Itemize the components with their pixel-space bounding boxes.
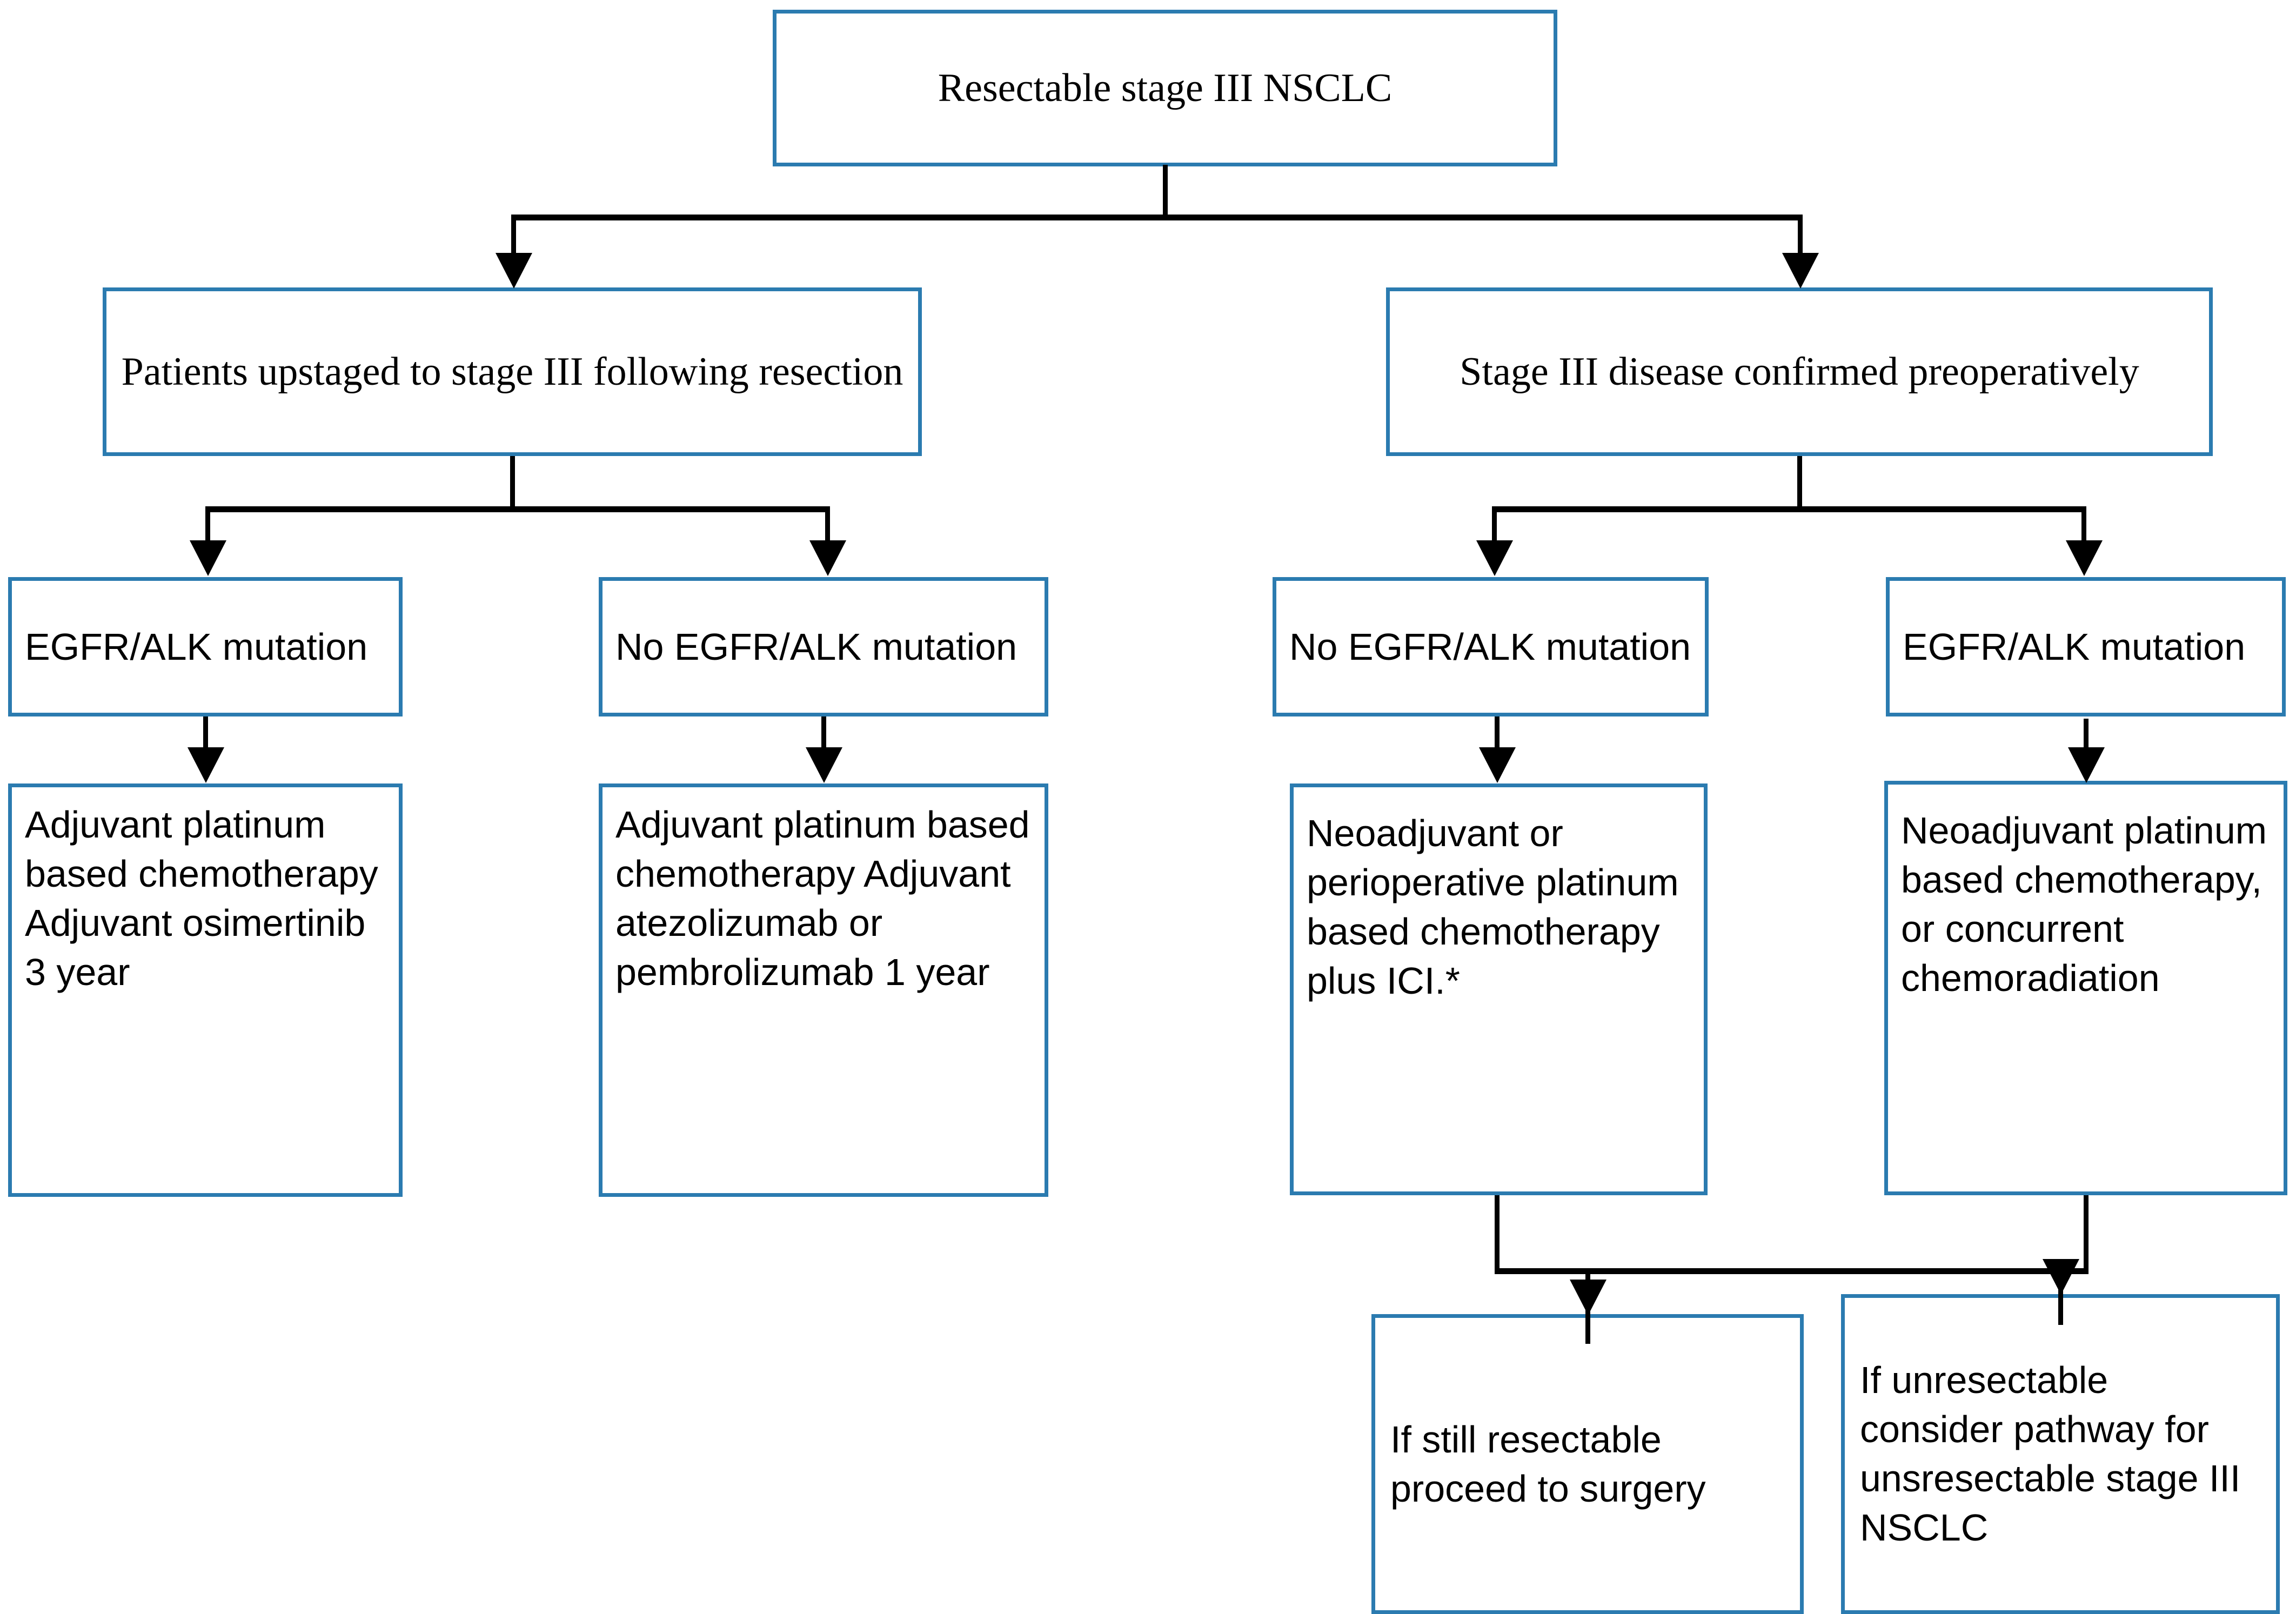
node-label: No EGFR/ALK mutation	[615, 625, 1018, 668]
arrowhead-upstaged-to-egfr	[190, 540, 226, 576]
edge-root-to-upstaged-drop	[511, 215, 516, 255]
node-neoadjuvant-chemo-or-chemoradiation: Neoadjuvant platinum based chemotherapy,…	[1884, 781, 2287, 1195]
node-no-egfr-alk-mutation-right: No EGFR/ALK mutation	[1273, 577, 1709, 716]
node-label: Patients upstaged to stage III following…	[121, 349, 903, 394]
arrowhead-merge-to-still-resectable	[1570, 1280, 1606, 1315]
edge-root-to-confirmed-drop	[1798, 215, 1803, 255]
node-label: Adjuvant platinum based chemotherapy Adj…	[615, 803, 1041, 993]
node-adjuvant-osimertinib: Adjuvant platinum based chemotherapy Adj…	[8, 783, 403, 1197]
node-label: If still resectable proceed to surgery	[1390, 1418, 1706, 1510]
node-label: EGFR/ALK mutation	[25, 625, 368, 668]
node-label: No EGFR/ALK mutation	[1289, 625, 1691, 668]
node-no-egfr-alk-mutation-left: No EGFR/ALK mutation	[599, 577, 1048, 716]
edge-outcome-merge-bar	[1495, 1268, 2089, 1274]
arrowhead-noegfr-right-to-neoadjuvant	[1479, 747, 1516, 783]
edge-confirmed-split-bar	[1492, 506, 2086, 512]
arrowhead-root-to-upstaged	[496, 253, 532, 289]
edge-upstaged-split-bar	[205, 506, 830, 512]
edge-egfr-right-to-neoadjuvant	[2084, 719, 2089, 749]
node-adjuvant-atezolizumab-pembrolizumab: Adjuvant platinum based chemotherapy Adj…	[599, 783, 1048, 1197]
node-resectable-stage-iii-nsclc: Resectable stage III NSCLC	[773, 10, 1557, 166]
edge-noegfr-left-to-adjuvant	[821, 716, 826, 749]
node-label: EGFR/ALK mutation	[1903, 625, 2246, 668]
edge-egfr-left-to-adjuvant	[203, 716, 208, 749]
edge-root-split-bar	[511, 215, 1803, 220]
node-neoadjuvant-perioperative-chemo-ici: Neoadjuvant or perioperative platinum ba…	[1290, 783, 1708, 1195]
arrowhead-noegfr-left-to-adjuvant	[806, 747, 842, 783]
edge-confirmed-to-noegfr-drop	[1492, 506, 1497, 542]
edge-upstaged-stem	[510, 456, 515, 510]
arrowhead-egfr-right-to-neoadjuvant	[2068, 747, 2105, 783]
node-egfr-alk-mutation-left: EGFR/ALK mutation	[8, 577, 403, 716]
arrowhead-confirmed-to-noegfr	[1476, 540, 1513, 576]
arrowhead-upstaged-to-noegfr	[809, 540, 846, 576]
node-label: If unresectable consider pathway for uns…	[1860, 1359, 2251, 1549]
node-if-still-resectable-surgery: If still resectable proceed to surgery	[1371, 1314, 1804, 1614]
edge-neoadjuvant-egfr-stem	[2084, 1195, 2089, 1274]
arrowhead-confirmed-to-egfr	[2066, 540, 2103, 576]
node-egfr-alk-mutation-right: EGFR/ALK mutation	[1886, 577, 2286, 716]
edge-root-stem	[1163, 165, 1168, 219]
node-label: Stage III disease confirmed preoperative…	[1460, 349, 2139, 394]
node-label: Neoadjuvant platinum based chemotherapy,…	[1901, 809, 2278, 999]
node-patients-upstaged: Patients upstaged to stage III following…	[103, 287, 922, 456]
arrowhead-merge-to-unresectable	[2043, 1259, 2079, 1295]
node-if-unresectable-pathway: If unresectable consider pathway for uns…	[1841, 1294, 2280, 1614]
edge-confirmed-stem	[1797, 456, 1802, 510]
node-label: Adjuvant platinum based chemotherapy Adj…	[25, 803, 387, 993]
edge-noegfr-right-to-neoadjuvant	[1495, 716, 1500, 749]
edge-neoadjuvant-no-egfr-stem	[1495, 1195, 1500, 1274]
node-label: Neoadjuvant or perioperative platinum ba…	[1307, 812, 1690, 1002]
edge-confirmed-to-egfr-drop	[2081, 506, 2086, 542]
node-label: Resectable stage III NSCLC	[938, 65, 1393, 110]
node-stage-iii-confirmed-preoperatively: Stage III disease confirmed preoperative…	[1386, 287, 2213, 456]
edge-upstaged-to-noegfr-drop	[825, 506, 830, 542]
arrowhead-root-to-confirmed	[1782, 253, 1819, 289]
edge-merge-to-unresectable	[2058, 1268, 2063, 1325]
arrowhead-egfr-left-to-adjuvant	[188, 747, 224, 783]
edge-upstaged-to-egfr-drop	[205, 506, 210, 542]
